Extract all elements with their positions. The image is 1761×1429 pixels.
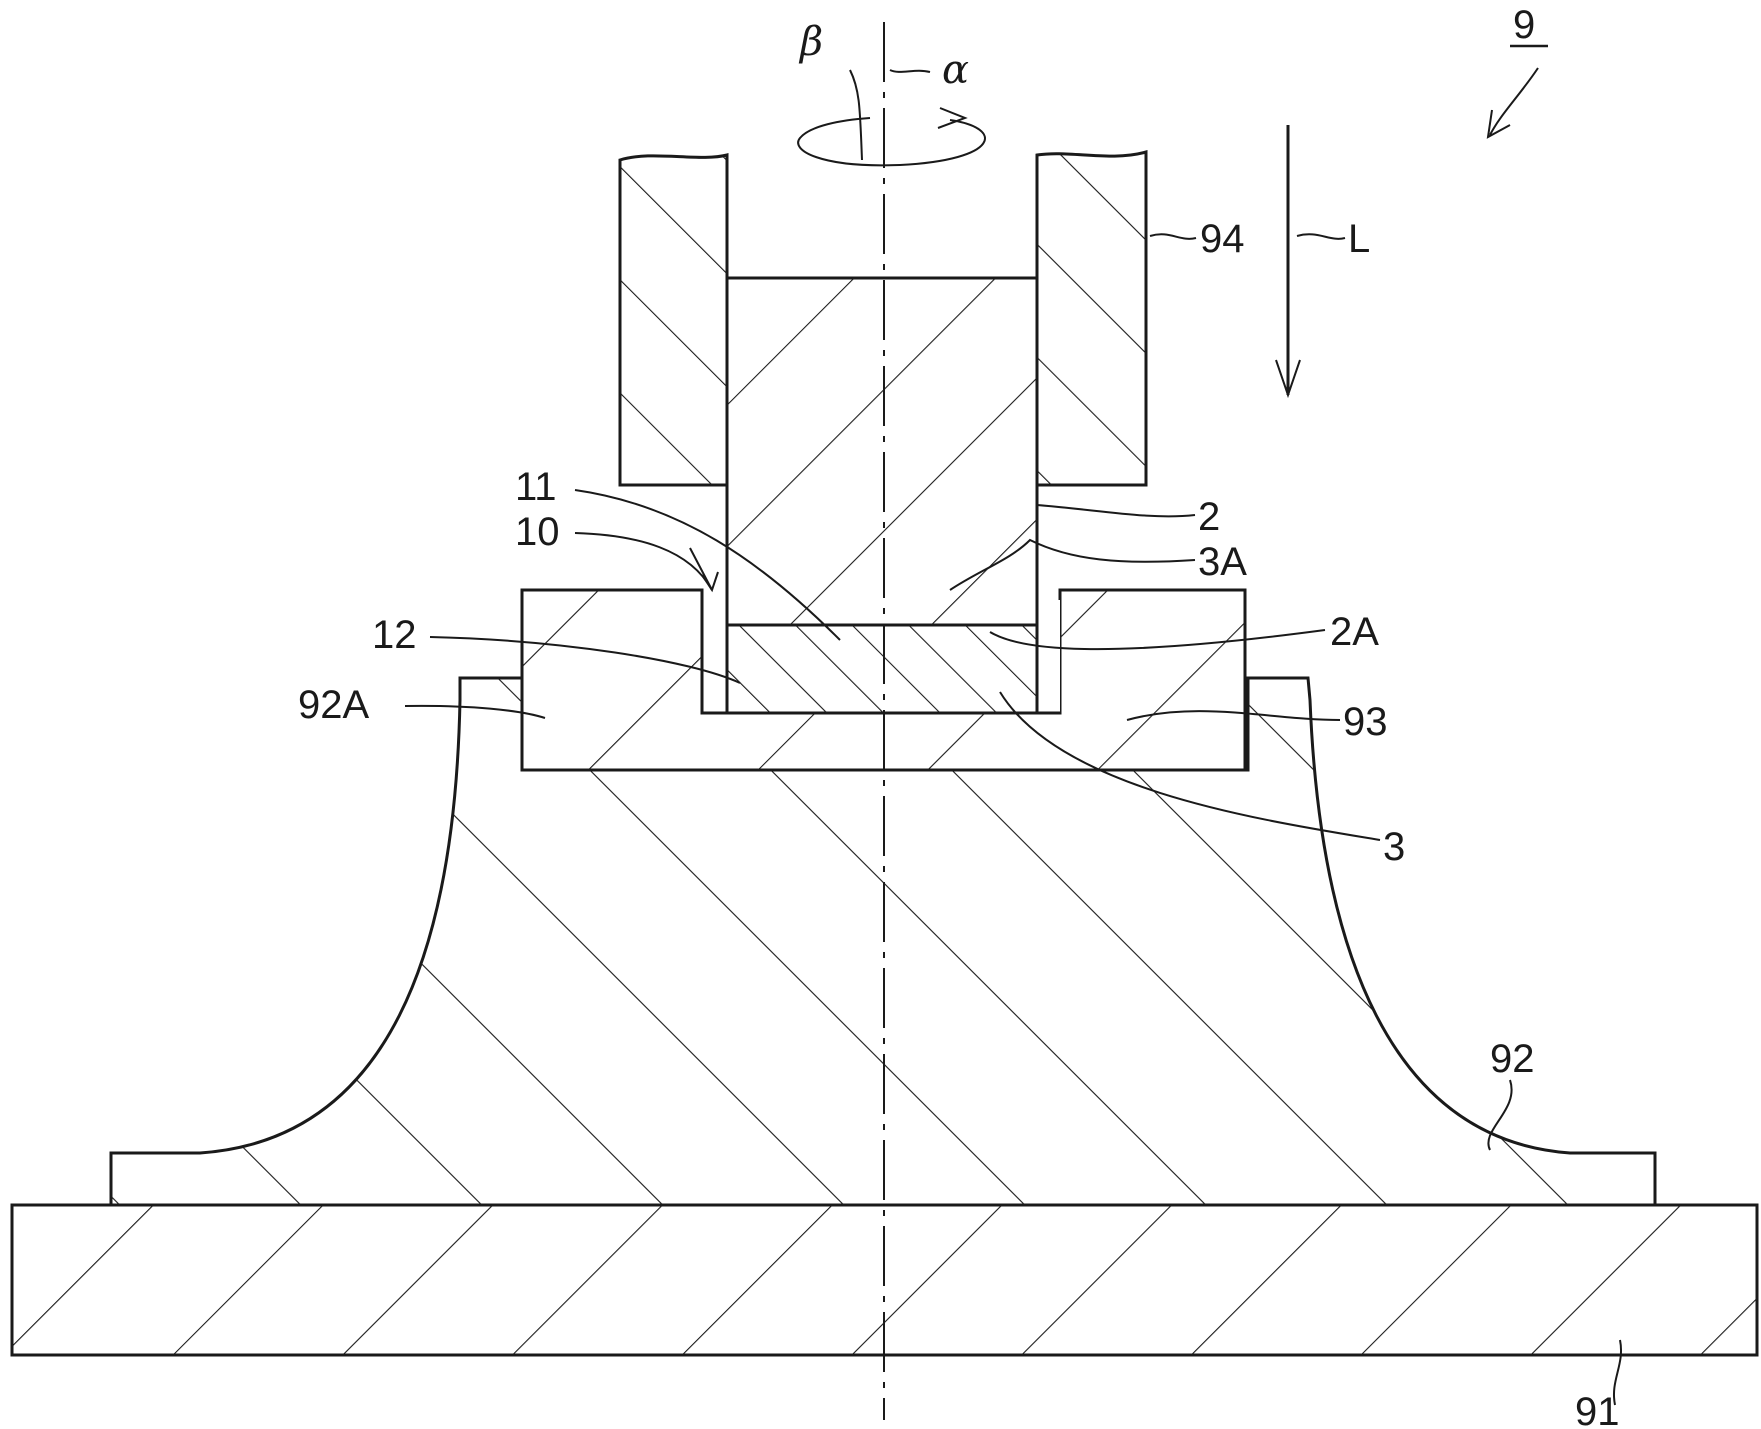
label-12: 12 [372,613,417,657]
label-11: 11 [515,465,557,509]
label-91: 91 [1575,1390,1620,1429]
label-10: 10 [515,510,560,554]
label-2A: 2A [1330,610,1379,654]
label-3A: 3A [1198,540,1247,584]
label-2: 2 [1198,495,1220,539]
label-93: 93 [1343,700,1388,744]
figure-arrow-icon [1488,46,1548,137]
label-L: L [1348,217,1370,261]
label-figure-number: 9 [1513,3,1535,47]
label-92A: 92A [298,683,369,727]
label-94: 94 [1200,217,1245,261]
tool-2 [727,278,1037,625]
stir-zone-2A [727,625,1037,713]
label-beta: β [798,19,823,65]
label-3: 3 [1383,825,1405,869]
rotation-arrow-icon [798,108,985,165]
label-alpha: α [942,47,969,93]
label-92: 92 [1490,1037,1535,1081]
load-arrow-icon [1276,125,1300,395]
